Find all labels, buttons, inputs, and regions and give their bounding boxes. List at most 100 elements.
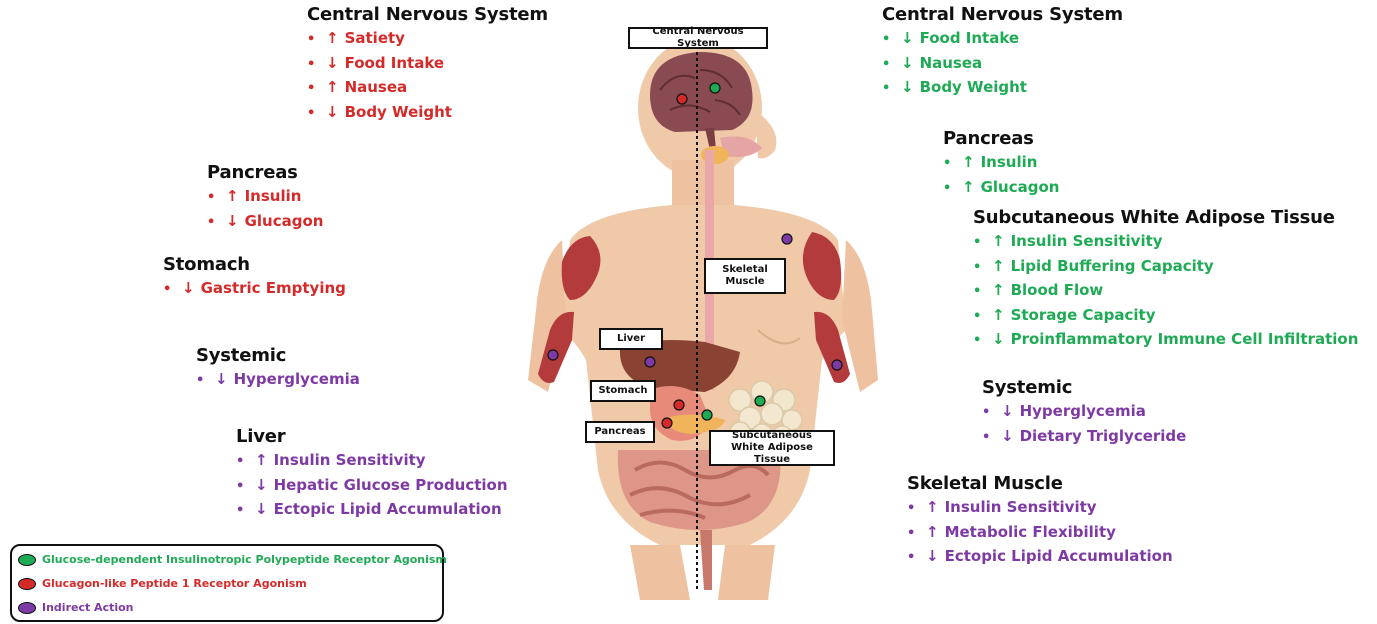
direction-arrow-icon: ↓ [901,29,914,47]
direction-arrow-icon: ↓ [926,547,939,565]
direction-arrow-icon: ↓ [215,370,228,388]
right-muscle-title: Skeletal Muscle [907,473,1173,494]
direction-arrow-icon: ↓ [255,500,268,518]
right-systemic-group: Systemic •↓Hyperglycemia•↓Dietary Trigly… [982,377,1186,449]
right-swat-title: Subcutaneous White Adipose Tissue [973,207,1358,228]
right-systemic-list: •↓Hyperglycemia•↓Dietary Triglyceride [982,400,1186,449]
left-pancreas-title: Pancreas [207,162,323,183]
direction-arrow-icon: ↑ [926,498,939,516]
right-cns-group: Central Nervous System •↓Food Intake•↓Na… [882,4,1123,101]
liver-indirect-marker [645,357,655,367]
right-cns-title: Central Nervous System [882,4,1123,25]
effect-text: Nausea [920,54,983,72]
left-stomach-title: Stomach [163,254,346,275]
bullet-icon: • [943,178,953,201]
effect-item: •↑Insulin [207,185,323,210]
effect-text: Insulin Sensitivity [274,451,426,469]
effect-text: Nausea [345,78,408,96]
direction-arrow-icon: ↑ [326,29,339,47]
right-muscle-group: Skeletal Muscle • ↑ Insulin Sensitivity • ↑ M… [907,473,1173,570]
right-swat-list: • ↑ Insulin Sensitivity •↑Lipid Buffering C… [973,230,1358,353]
effect-item: • ↑ Metabolic Flexibility [907,521,1173,546]
left-liver-title: Liver [236,426,508,447]
effect-text: Proinflammatory Immune Cell Infiltration [1011,330,1359,348]
right-pancreas-group: Pancreas •↑Insulin•↑Glucagon [943,128,1059,200]
effect-item: •↑Insulin [943,151,1059,176]
effect-text: Insulin Sensitivity [1011,232,1163,250]
bullet-icon: • [882,29,892,52]
indirect-swatch [18,602,36,614]
effect-item: •↓Body Weight [882,76,1123,101]
legend-item-glp1: Glucagon-like Peptide 1 Receptor Agonism [18,577,307,590]
human-body-illustration [500,0,880,624]
direction-arrow-icon: ↓ [326,54,339,72]
effect-text: Ectopic Lipid Accumulation [945,547,1173,565]
effect-text: Satiety [345,29,405,47]
left-stomach-list: • ↓ Gastric Emptying [163,277,346,302]
gip-swatch [18,554,36,566]
figure-label-liver: Liver [599,328,663,350]
effect-text: Hyperglycemia [1020,402,1146,420]
pancreas-glp1-marker [662,418,672,428]
effect-item: •↑Insulin Sensitivity [907,496,1173,521]
legend: Glucose-dependent Insulinotropic Polypep… [10,544,444,622]
effect-text: Insulin Sensitivity [945,498,1097,516]
figure-label-stomach: Stomach [590,380,656,402]
direction-arrow-icon: ↓ [182,279,195,297]
effect-item: •↓Nausea [882,52,1123,77]
effect-item: •↓Proinflammatory Immune Cell Infiltrati… [973,328,1358,353]
bullet-icon: • [163,279,173,302]
legend-item-gip: Glucose-dependent Insulinotropic Polypep… [18,553,447,566]
bullet-icon: • [207,187,217,210]
direction-arrow-icon: ↓ [1001,402,1014,420]
effect-text: Hepatic Glucose Production [274,476,508,494]
left-systemic-title: Systemic [196,345,360,366]
left-systemic-group: Systemic •↓Hyperglycemia [196,345,360,393]
left-liver-list: •↑Insulin Sensitivity•↓Hepatic Glucose P… [236,449,508,523]
direction-arrow-icon: ↑ [255,451,268,469]
bullet-icon: • [973,306,983,329]
effect-item: •↑Glucagon [943,176,1059,201]
glp1-swatch [18,578,36,590]
effect-text: Body Weight [920,78,1027,96]
cns-glp1-marker [677,94,687,104]
effect-item: •↑Lipid Buffering Capacity [973,255,1358,280]
effect-item: •↓Hyperglycemia [982,400,1186,425]
bullet-icon: • [207,212,217,235]
effect-item: •↓Food Intake [882,27,1123,52]
effect-text: Metabolic Flexibility [945,523,1116,541]
figure-label-pancreas: Pancreas [585,421,655,443]
figure-label-muscle: Skeletal Muscle [704,258,786,294]
effect-item: •↓Ectopic Lipid Accumulation [236,498,508,523]
right-muscle-list: • ↑ Insulin Sensitivity • ↑ Metabolic Flexibi… [907,496,1173,570]
direction-arrow-icon: ↑ [926,523,939,541]
direction-arrow-icon: ↓ [255,476,268,494]
effect-text: Hyperglycemia [234,370,360,388]
effect-text: Glucagon [245,212,324,230]
bullet-icon: • [307,54,317,77]
bullet-icon: • [973,281,983,304]
effect-text: Gastric Emptying [201,279,346,297]
direction-arrow-icon: ↓ [901,54,914,72]
effect-text: Insulin [245,187,302,205]
right-systemic-title: Systemic [982,377,1186,398]
bullet-icon: • [307,103,317,126]
bullet-icon: • [907,523,917,546]
effect-item: •↓Hyperglycemia [196,368,360,393]
effect-item: •↑Blood Flow [973,279,1358,304]
left-arm-indirect-marker [548,350,558,360]
figure-label-swat: Subcutaneous White Adipose Tissue [709,430,835,466]
muscle-indirect-marker [782,234,792,244]
direction-arrow-icon: ↓ [226,212,239,230]
effect-text: Body Weight [345,103,452,121]
effect-item: •↑Insulin Sensitivity [236,449,508,474]
direction-arrow-icon: ↓ [326,103,339,121]
left-pancreas-list: •↑Insulin• ↓ Glucagon [207,185,323,234]
direction-arrow-icon: ↑ [962,178,975,196]
direction-arrow-icon: ↑ [992,257,1005,275]
left-liver-group: Liver •↑Insulin Sensitivity•↓Hepatic Glu… [236,426,508,523]
bullet-icon: • [236,476,246,499]
effect-item: • ↓ Gastric Emptying [163,277,346,302]
direction-arrow-icon: ↑ [992,232,1005,250]
effect-item: •↑Storage Capacity [973,304,1358,329]
